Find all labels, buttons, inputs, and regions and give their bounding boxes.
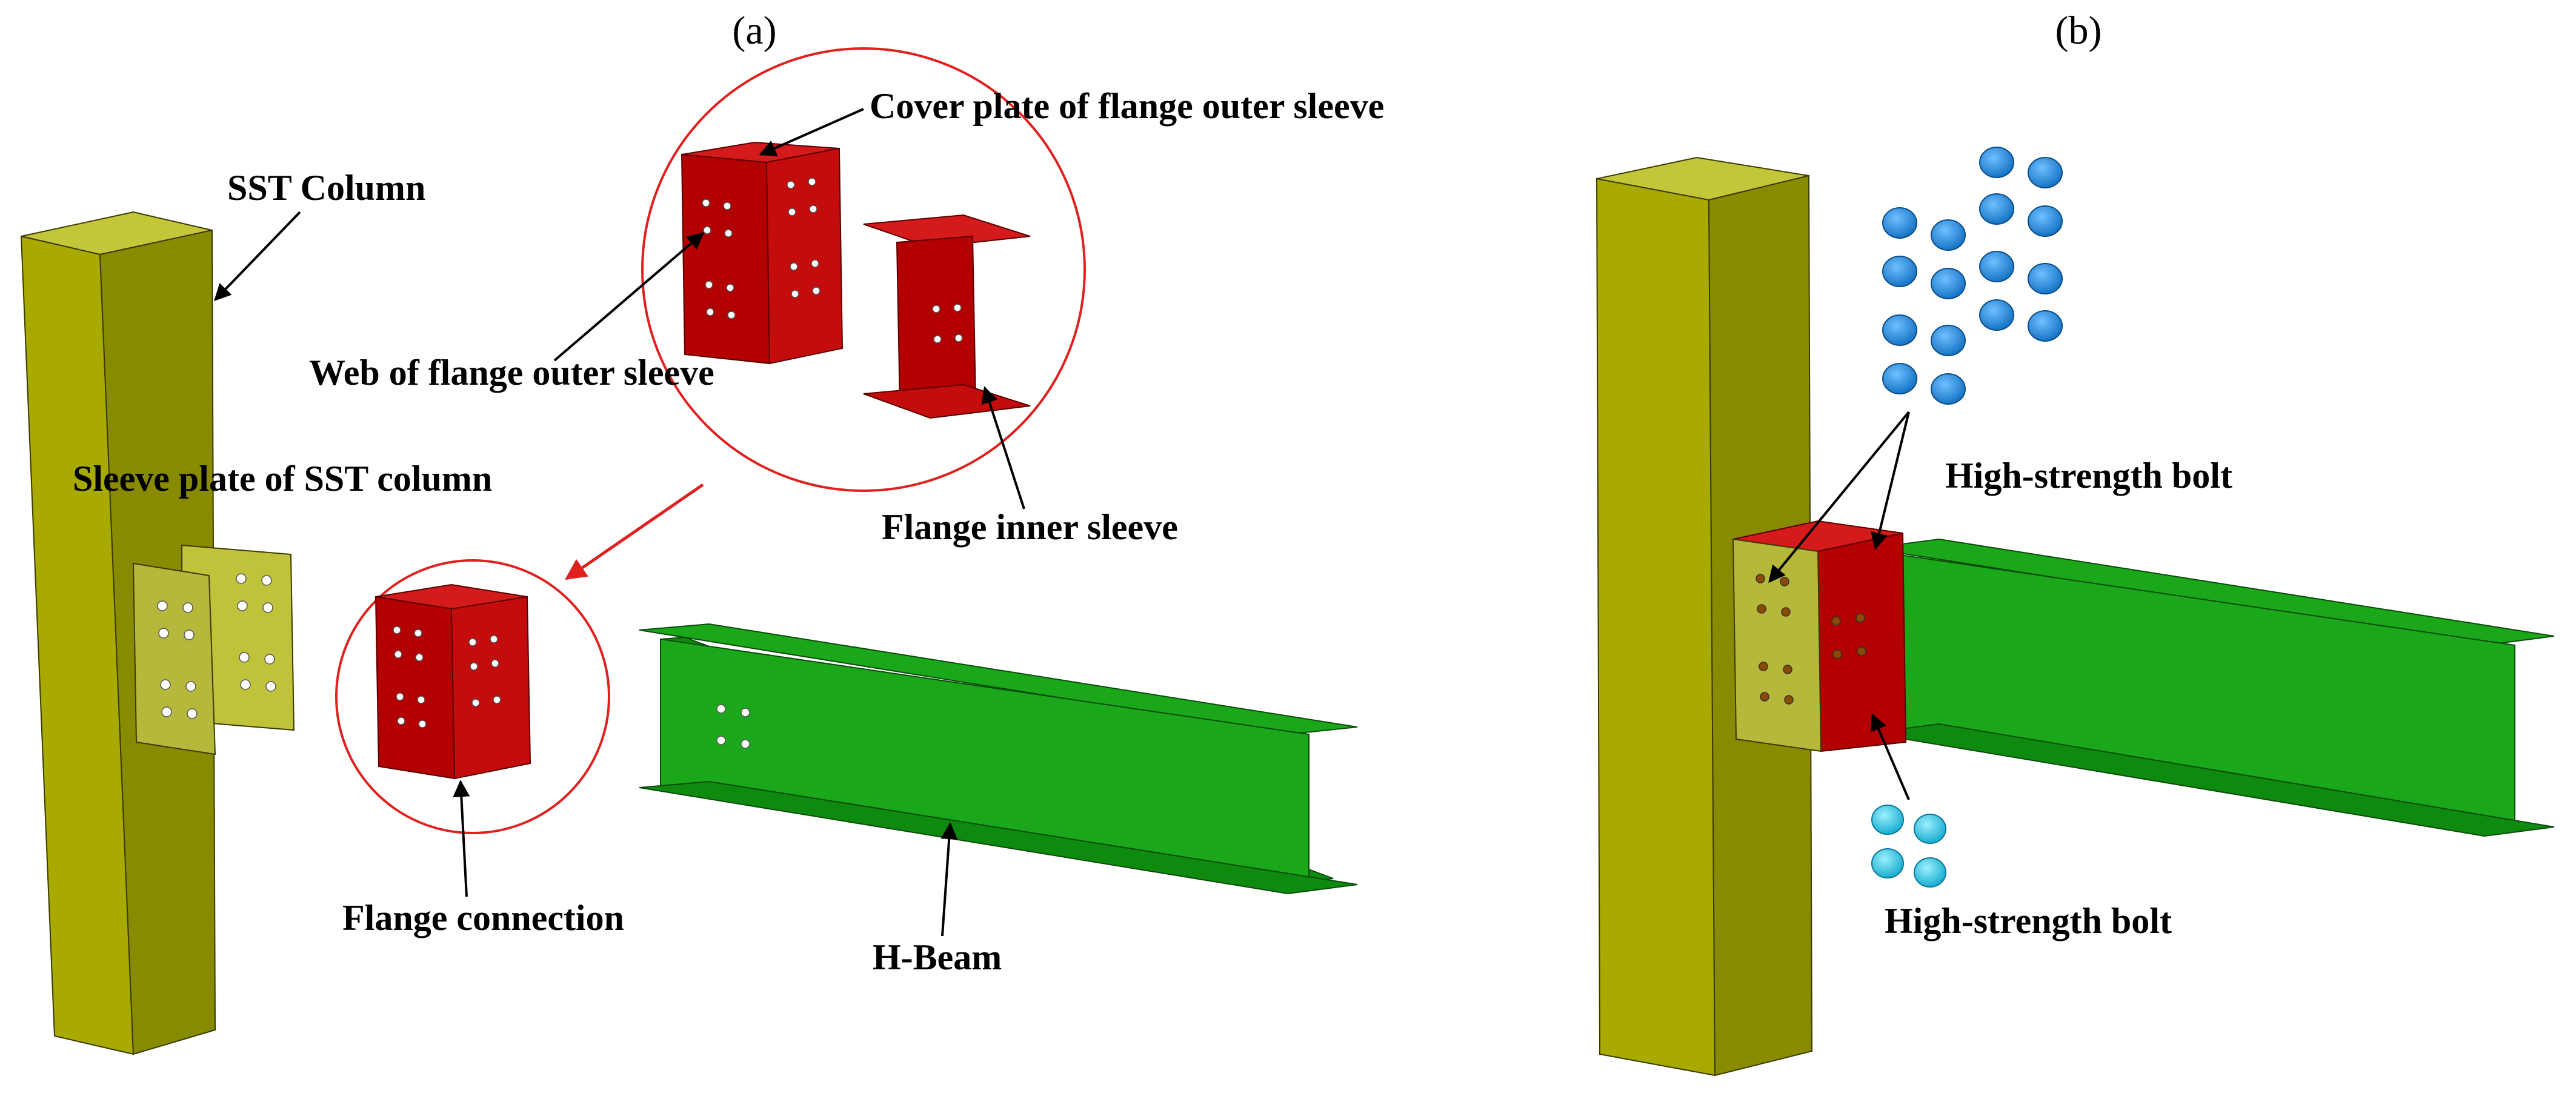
arrow-sst-column (214, 211, 301, 302)
label-web-outer-sleeve: Web of flange outer sleeve (309, 353, 714, 393)
label-sst-column: SST Column (227, 168, 425, 208)
detail-link-arrow (565, 483, 704, 580)
label-h-beam: H-Beam (873, 937, 1002, 977)
label-sleeve-plate: Sleeve plate of SST column (73, 459, 492, 499)
label-flange-connection: Flange connection (342, 898, 624, 938)
panel-a: (a) (20, 8, 1384, 1055)
detail-circle-upper (641, 47, 1086, 492)
detail-circle-lower (335, 559, 610, 834)
arrow-bolt-lower (1871, 713, 1910, 800)
label-bolt-lower: High-strength bolt (1885, 901, 2172, 941)
arrow-h-beam (940, 822, 958, 937)
arrow-web-outer-sleeve (553, 232, 705, 362)
panel-a-label: (a) (732, 8, 776, 53)
inner-sleeve-top-flange (863, 214, 1031, 248)
label-bolt-upper: High-strength bolt (1945, 456, 2232, 496)
outer-sleeve-web (681, 153, 771, 365)
h-beam-b (1869, 538, 2555, 837)
sleeve-plate-b-holes (1756, 574, 1794, 705)
inner-sleeve-holes (932, 304, 963, 344)
connection-holes (393, 626, 501, 728)
connection-side (450, 596, 531, 780)
label-cover-plate: Cover plate of flange outer sleeve (870, 86, 1384, 126)
beam-holes-a (716, 704, 750, 749)
arrow-flange-connection (453, 780, 470, 897)
sleeve-plate-front (132, 562, 216, 755)
flange-inner-sleeve-part (863, 214, 1031, 419)
panel-b: (b) (1596, 8, 2555, 1077)
flange-connection-b (1732, 520, 1907, 752)
beam-bottom-flange (639, 780, 1358, 895)
connection-b-front (1817, 532, 1907, 752)
bolt-cluster-upper (1882, 147, 2063, 405)
column-b-front-face (1596, 178, 1716, 1077)
outer-sleeve-side (765, 147, 844, 365)
label-flange-inner-sleeve: Flange inner sleeve (882, 507, 1178, 547)
inner-sleeve-bottom-flange (863, 383, 1031, 419)
h-beam-a (639, 623, 1358, 895)
sleeve-plate-b (1732, 538, 1822, 752)
sleeve-plate-a (132, 544, 295, 755)
arrow-bolt-upper-2 (1871, 411, 1910, 550)
flange-outer-sleeve (681, 141, 844, 365)
panel-b-label: (b) (2055, 8, 2102, 53)
outer-sleeve-holes (702, 178, 820, 319)
connection-front (374, 596, 456, 780)
sleeve-plate-holes-a (157, 573, 276, 719)
arrow-cover-plate (759, 108, 864, 156)
inner-sleeve-web (896, 235, 977, 408)
connection-b-holes (1831, 613, 1866, 659)
beam-b-bottom-flange (1869, 723, 2555, 837)
flange-connection-part (374, 583, 531, 780)
bolt-cluster-lower (1871, 805, 1946, 888)
arrow-bolt-upper-1 (1768, 411, 1910, 583)
arrow-flange-inner-sleeve (981, 386, 1025, 510)
